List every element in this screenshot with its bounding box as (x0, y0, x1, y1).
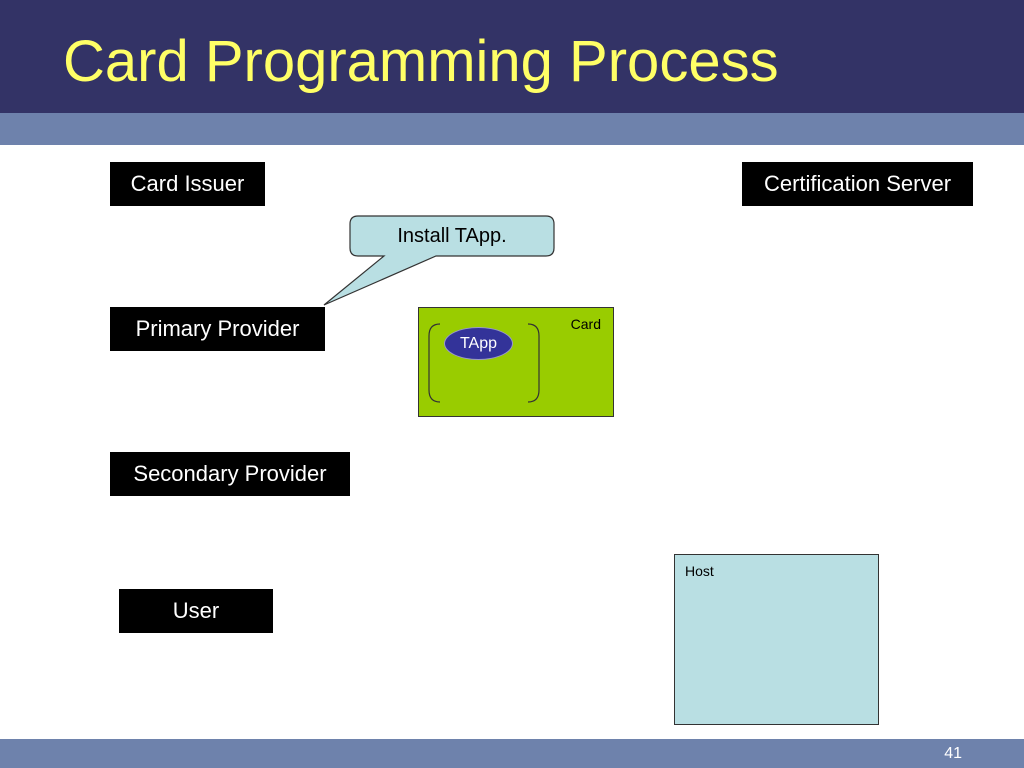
footer-bar: 41 (0, 739, 1024, 768)
secondary-provider-box: Secondary Provider (110, 452, 350, 496)
certification-server-box: Certification Server (742, 162, 973, 206)
card-label: Card (570, 316, 601, 332)
primary-provider-box: Primary Provider (110, 307, 325, 351)
title-stripe (0, 113, 1024, 145)
slide-number: 41 (944, 745, 962, 762)
callout-text: Install TApp. (397, 225, 507, 247)
card-box: Card TApp (418, 307, 614, 417)
card-brackets (428, 323, 540, 403)
tapp-oval: TApp (444, 327, 513, 360)
user-box: User (119, 589, 273, 633)
host-label: Host (685, 563, 714, 579)
slide-title: Card Programming Process (63, 29, 779, 94)
card-issuer-box: Card Issuer (110, 162, 265, 206)
host-box: Host (674, 554, 879, 725)
title-bar: Card Programming Process (0, 0, 1024, 113)
